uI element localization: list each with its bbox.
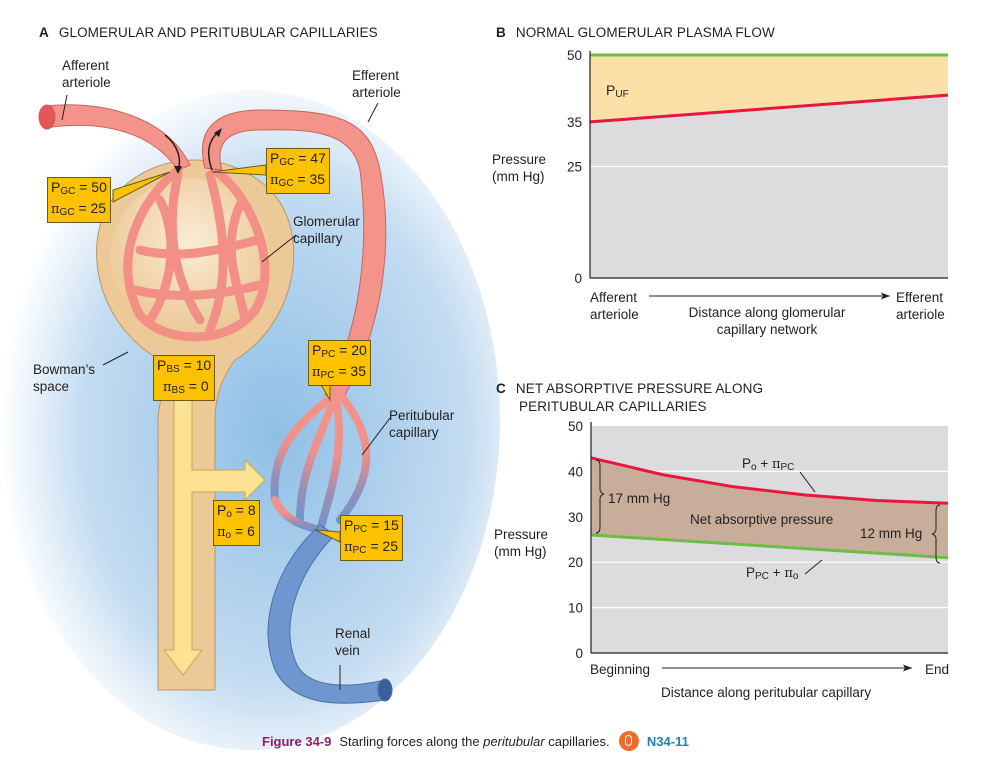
y-tick-label: 20 [568, 555, 583, 570]
panel-title: NET ABSORPTIVE PRESSURE ALONG [515, 381, 764, 396]
series-label-red: Po + πPC [742, 456, 795, 473]
y-tick-label: 30 [568, 510, 583, 525]
leader-line [799, 471, 816, 493]
area-fill [590, 55, 948, 122]
series-label-green: PPC + πo [746, 565, 799, 582]
callout-pointers [112, 164, 341, 543]
figure-caption: Figure 34-9 Starling forces along the per… [262, 731, 689, 751]
mouse-icon[interactable] [619, 731, 640, 751]
arrowhead-icon [881, 292, 890, 300]
chart-c-ylabel: Pressure(mm Hg) [494, 527, 549, 559]
brace-end [931, 504, 941, 564]
figure-number: Figure 34-9 [262, 734, 332, 749]
chart-c-xlabel: Distance along peritubular capillary [661, 685, 872, 700]
renal-vein-lumen [377, 678, 393, 702]
area-fill [591, 457, 948, 558]
y-tick-label: 10 [568, 601, 583, 616]
chart-c-x-start-label: Beginning [590, 662, 651, 677]
annotation-end-difference: 12 mm Hg [860, 526, 923, 541]
panel-b-heading: B NORMAL GLOMERULAR PLASMA FLOW [496, 25, 775, 40]
y-tick-label: 25 [567, 160, 582, 175]
annotation-start-difference: 17 mm Hg [608, 491, 671, 506]
caption-italic: peritubular [483, 734, 545, 749]
panel-c-heading: C NET ABSORPTIVE PRESSURE ALONG PERITUBULA… [496, 380, 763, 416]
series-line [590, 533, 949, 560]
arrowhead-icon [903, 664, 912, 672]
y-tick-label: 40 [568, 464, 583, 479]
afferent-arteriole [44, 104, 191, 171]
peritubular-capillary-network [270, 391, 371, 534]
panel-a-heading: A GLOMERULAR AND PERITUBULAR CAPILLARIES [39, 25, 378, 40]
panel-letter: B [496, 25, 506, 40]
netter-reference-link[interactable]: N34-11 [646, 734, 689, 749]
y-tick-label: 35 [567, 115, 582, 130]
chart-b-ylabel: Pressure(mm Hg) [492, 152, 547, 184]
filtrate-flow-arrow [162, 399, 266, 676]
series-line [589, 93, 949, 124]
panel-title: GLOMERULAR AND PERITUBULAR CAPILLARIES [58, 25, 378, 40]
leader-line [804, 559, 823, 575]
caption-text: capillaries. [544, 734, 610, 749]
y-tick-label: 50 [567, 48, 582, 63]
leader-lines [61, 94, 391, 690]
y-tick-label: 0 [574, 271, 582, 286]
y-tick-label: 0 [575, 646, 583, 661]
panel-title: NORMAL GLOMERULAR PLASMA FLOW [515, 25, 775, 40]
y-tick-label: 50 [568, 419, 583, 434]
annotation-net-absorptive-pressure: Net absorptive pressure [690, 512, 834, 527]
chart-b-area-label: PUF [606, 82, 629, 100]
chart-c-x-end-label: End [925, 662, 950, 677]
panel-title: PERITUBULAR CAPILLARIES [519, 399, 707, 414]
panel-letter: A [39, 25, 49, 40]
glomerular-capillary-tuft [123, 165, 270, 342]
caption-text: Starling forces along the [339, 734, 484, 749]
afferent-lumen [38, 104, 56, 130]
brace-start [595, 459, 605, 534]
panel-letter: C [496, 381, 506, 396]
series-line [590, 456, 949, 505]
